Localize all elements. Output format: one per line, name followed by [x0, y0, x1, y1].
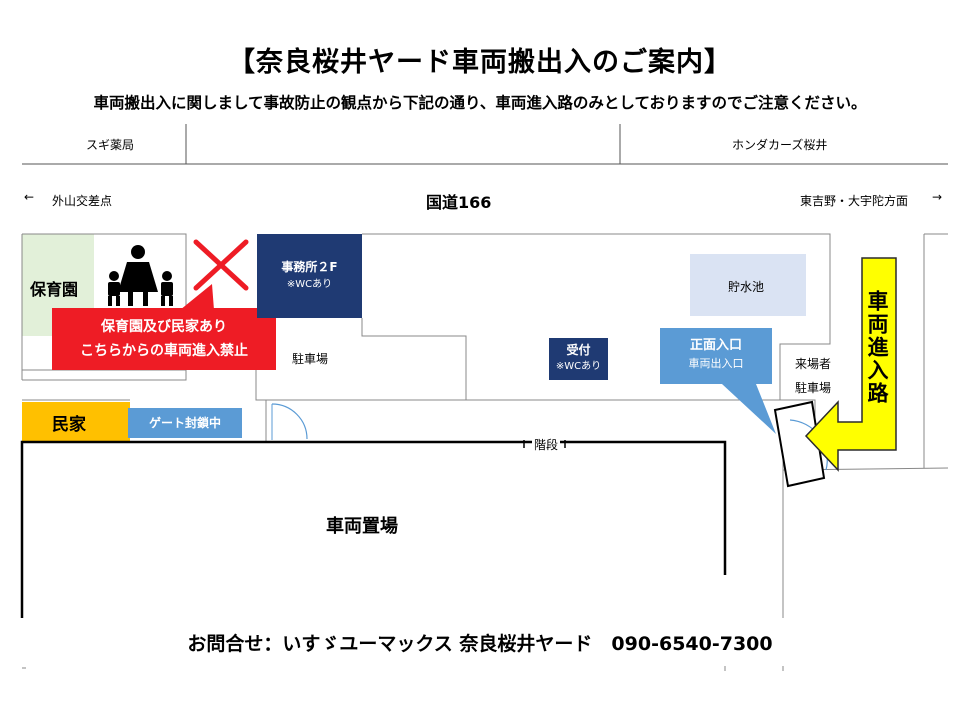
family-pictogram-icon — [108, 245, 173, 306]
arrow-right-icon: → — [932, 190, 943, 204]
gate-closed-box: ゲート封鎖中 — [128, 408, 242, 438]
label-visitor-parking: 来場者 駐車場 — [795, 357, 832, 395]
label-toyama-intersection: 外山交差点 — [52, 194, 113, 208]
main-gate — [773, 400, 826, 488]
caution-notice: 車両搬出入に関しまして事故防止の観点から下記の通り、車両進入路のみとしております… — [93, 94, 867, 112]
vehicle-route-arrow-icon — [804, 257, 897, 472]
main-entrance-sub: 車両出入口 — [688, 357, 744, 370]
no-entry-cross-icon — [193, 239, 249, 291]
label-stairs: 階段 — [532, 436, 561, 453]
office-wc-note: ※WCあり — [286, 279, 333, 290]
reception-wc-note: ※WCあり — [555, 361, 602, 372]
label-route-166: 国道166 — [426, 193, 492, 212]
house-area — [22, 402, 130, 442]
label-house: 民家 — [52, 415, 86, 435]
label-reservoir: 貯水池 — [728, 280, 765, 294]
office-title: 事務所２F — [281, 260, 338, 274]
no-entry-warning-box: 保育園及び民家あり こちらからの車両進入禁止 — [52, 308, 276, 370]
label-higashiyoshino-direction: 東吉野・大宇陀方面 — [800, 194, 909, 208]
vehicle-yard-boundary — [20, 440, 727, 618]
label-vehicle-route: 車両進入路 — [865, 290, 889, 405]
office-building: 事務所２F ※WCあり — [257, 234, 362, 318]
label-parking: 駐車場 — [292, 352, 329, 366]
label-honda-cars: ホンダカーズ桜井 — [732, 138, 828, 152]
arrow-left-icon: ← — [24, 190, 35, 204]
label-sugi-pharmacy: スギ薬局 — [86, 138, 135, 152]
gate-door-arc — [271, 403, 308, 440]
contact-info: お問合せ：いすゞユーマックス 奈良桜井ヤード 090-6540-7300 — [187, 633, 773, 655]
main-entrance-title: 正面入口 — [689, 338, 742, 353]
reservoir-area — [690, 254, 806, 316]
reception-building: 受付 ※WCあり — [549, 338, 608, 380]
warning-line-1: 保育園及び民家あり — [101, 319, 227, 335]
warning-line-2: こちらからの車両進入禁止 — [80, 343, 248, 359]
page-title: 【奈良桜井ヤード車両搬出入のご案内】 — [228, 47, 732, 78]
reception-title: 受付 — [566, 343, 591, 357]
label-vehicle-yard: 車両置場 — [326, 516, 398, 537]
main-entrance-callout: 正面入口 車両出入口 — [660, 328, 772, 384]
label-nursery: 保育園 — [30, 280, 79, 299]
